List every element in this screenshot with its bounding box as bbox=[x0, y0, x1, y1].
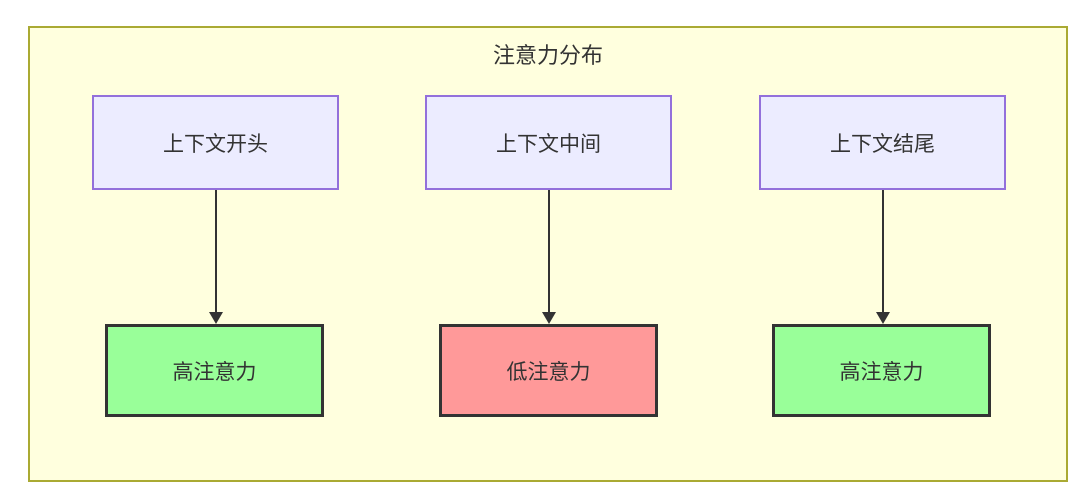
arrowhead-down-icon bbox=[875, 312, 890, 324]
arrowhead-down-icon bbox=[208, 312, 223, 324]
node-context-beginning: 上下文开头 bbox=[92, 95, 339, 190]
node-low-attention: 低注意力 bbox=[439, 324, 658, 417]
node-context-beginning-label: 上下文开头 bbox=[163, 132, 268, 156]
attention-distribution-subgraph: 注意力分布 上下文开头 高注意力 上下文中间 低注意力 上下文结尾 高注意力 bbox=[28, 26, 1068, 482]
arrow-line-2 bbox=[547, 190, 550, 313]
arrow-line-1 bbox=[214, 190, 217, 313]
node-high-attention-1: 高注意力 bbox=[105, 324, 324, 417]
node-context-middle-label: 上下文中间 bbox=[496, 132, 601, 156]
node-context-end: 上下文结尾 bbox=[759, 95, 1006, 190]
node-low-attention-label: 低注意力 bbox=[506, 360, 591, 384]
node-context-middle: 上下文中间 bbox=[425, 95, 672, 190]
node-high-attention-1-label: 高注意力 bbox=[172, 360, 257, 384]
arrow-line-3 bbox=[881, 190, 884, 313]
node-high-attention-2: 高注意力 bbox=[772, 324, 991, 417]
arrowhead-down-icon bbox=[541, 312, 556, 324]
node-high-attention-2-label: 高注意力 bbox=[839, 360, 924, 384]
diagram-title: 注意力分布 bbox=[492, 43, 603, 68]
node-context-end-label: 上下文结尾 bbox=[830, 132, 935, 156]
